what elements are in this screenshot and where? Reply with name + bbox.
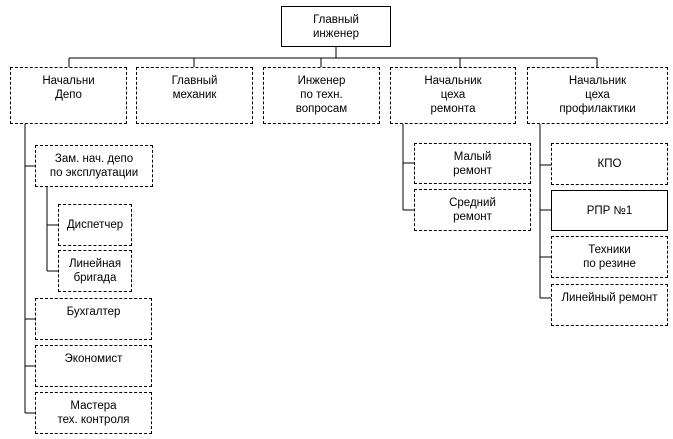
node-quality-masters: Мастера тех. контроля	[35, 392, 152, 434]
node-medium-repair: Средний ремонт	[414, 189, 531, 231]
node-economist: Экономист	[35, 345, 152, 387]
node-rpr1: РПР №1	[551, 190, 668, 231]
node-chief-mechanic: Главный механик	[136, 67, 253, 124]
node-kpo: КПО	[551, 143, 668, 185]
node-repair-shop-head: Начальник цеха ремонта	[390, 67, 516, 124]
node-line-brigade: Линейная бригада	[58, 250, 132, 292]
node-prevention-shop-head: Начальник цеха профилактики	[527, 67, 668, 124]
node-line-repair: Линейный ремонт	[551, 284, 668, 326]
node-deputy-depot-head: Зам. нач. депо по эксплуатации	[35, 145, 153, 187]
node-tech-engineer: Инженер по техн. вопросам	[263, 67, 380, 124]
node-dispatcher: Диспетчер	[58, 204, 132, 246]
node-chief-engineer: Главный инженер	[281, 6, 391, 47]
node-small-repair: Малый ремонт	[414, 143, 531, 184]
node-depot-head: Начальни Депо	[10, 67, 127, 124]
node-tire-technicians: Техники по резине	[551, 236, 668, 278]
node-accountant: Бухгалтер	[35, 298, 152, 340]
